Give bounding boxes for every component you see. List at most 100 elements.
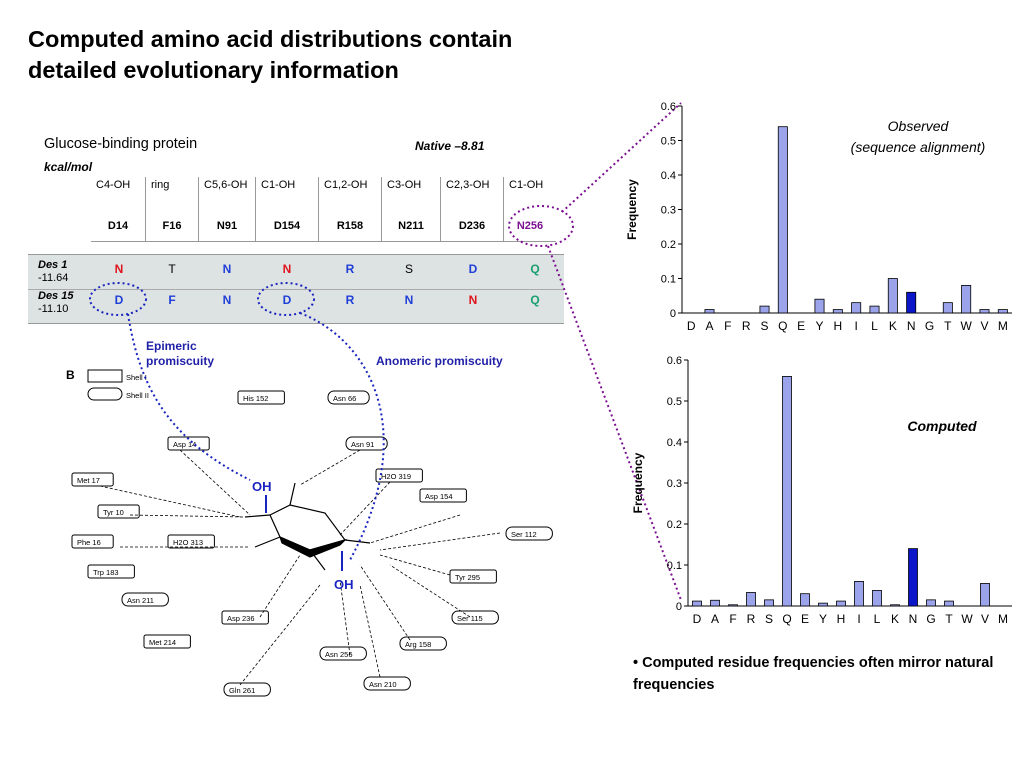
x-tick-label: A bbox=[705, 319, 713, 333]
x-tick-label: H bbox=[837, 612, 846, 626]
residue-cell: D154 bbox=[255, 211, 319, 242]
bar-D bbox=[692, 600, 702, 607]
design-residue: N bbox=[468, 293, 478, 307]
bar-F bbox=[728, 604, 738, 607]
residue-node-label: Asn 211 bbox=[127, 596, 154, 605]
y-tick-label: 0.5 bbox=[667, 396, 682, 408]
hbond-line bbox=[359, 564, 411, 641]
residue-node-label: H2O 313 bbox=[173, 538, 203, 547]
residue-cell: F16 bbox=[145, 211, 199, 242]
binding-site-table: C4-OH ring C5,6-OH C1-OH C1,2-OH C3-OH C… bbox=[91, 177, 556, 242]
design-residue: Q bbox=[530, 293, 540, 307]
x-tick-label: Y bbox=[815, 319, 823, 333]
residue-node-label: Ser 115 bbox=[457, 614, 483, 623]
n256-circle bbox=[508, 205, 574, 247]
residue-node-label: Asp 154 bbox=[425, 492, 453, 501]
y-tick-label: 0.2 bbox=[667, 519, 682, 531]
x-tick-label: T bbox=[945, 612, 953, 626]
legend-shell2: Shell II bbox=[126, 391, 149, 400]
x-tick-label: F bbox=[724, 319, 731, 333]
x-tick-label: V bbox=[980, 319, 988, 333]
y-tick-label: 0 bbox=[670, 308, 676, 320]
x-tick-label: D bbox=[687, 319, 696, 333]
residue-node-box bbox=[167, 436, 210, 451]
y-tick-label: 0.3 bbox=[667, 478, 682, 490]
hbond-line bbox=[359, 584, 381, 678]
residue-node-label: Phe 16 bbox=[77, 538, 101, 547]
x-tick-label: Q bbox=[778, 319, 787, 333]
y-axis-label: Frequency bbox=[625, 179, 639, 240]
bar-L bbox=[872, 590, 882, 607]
residue-node-box bbox=[167, 534, 215, 549]
hbond-line bbox=[389, 564, 471, 618]
y-tick-label: 0.6 bbox=[667, 355, 682, 367]
residue-node-box bbox=[71, 472, 114, 487]
epimeric-label: Epimeric promiscuity bbox=[146, 339, 214, 369]
design-residue: F bbox=[168, 293, 176, 307]
hbond-line bbox=[129, 514, 246, 518]
x-tick-label: I bbox=[857, 612, 860, 626]
residue-node-box bbox=[237, 390, 285, 405]
chart-title-line-1: Observed bbox=[888, 118, 950, 134]
bar-K bbox=[887, 278, 898, 314]
oh-markers bbox=[265, 495, 343, 571]
energy-unit: kcal/mol bbox=[44, 160, 93, 174]
residue-node-box bbox=[449, 569, 497, 584]
epimeric-line-1: Epimeric bbox=[146, 339, 197, 353]
residue-node-box bbox=[345, 436, 388, 451]
x-tick-label: E bbox=[801, 612, 809, 626]
design-residue: N bbox=[222, 293, 232, 307]
residue-node-label: Asn 66 bbox=[333, 394, 356, 403]
x-tick-label: W bbox=[961, 319, 973, 333]
x-tick-label: I bbox=[854, 319, 857, 333]
bar-Y bbox=[818, 602, 828, 607]
bar-N bbox=[906, 291, 917, 314]
hbond-line bbox=[299, 449, 361, 486]
bar-K bbox=[890, 604, 900, 607]
x-tick-label: S bbox=[765, 612, 773, 626]
y-tick-label: 0.4 bbox=[661, 170, 676, 182]
x-tick-label: R bbox=[747, 612, 756, 626]
design-residue: S bbox=[404, 262, 413, 276]
x-tick-label: V bbox=[981, 612, 989, 626]
residue-cell: D14 bbox=[91, 211, 146, 242]
residue-node-box bbox=[399, 636, 447, 651]
bar-R bbox=[746, 592, 756, 607]
bar-V bbox=[980, 583, 990, 607]
bar-T bbox=[944, 600, 954, 607]
bar-T bbox=[942, 302, 953, 314]
residue-node-label: Trp 183 bbox=[93, 568, 119, 577]
epimeric-circle-d14 bbox=[89, 282, 147, 316]
residue-node-box bbox=[319, 646, 367, 661]
x-tick-label: D bbox=[693, 612, 702, 626]
design-row: Des 1 -11.64 N T N N R S D Q bbox=[28, 259, 564, 289]
epimeric-line-2: promiscuity bbox=[146, 354, 215, 368]
residue-node-label: Gln 261 bbox=[229, 686, 255, 695]
design-residue: R bbox=[345, 262, 355, 276]
bar-Q bbox=[782, 375, 792, 607]
design-residue: N bbox=[114, 262, 124, 276]
design-residue: T bbox=[168, 262, 176, 276]
oh-bottom-label: OH bbox=[334, 577, 354, 592]
residue-node-label: Asp 236 bbox=[227, 614, 255, 623]
residue-node-box bbox=[419, 488, 467, 503]
bar-H bbox=[836, 600, 846, 607]
x-tick-label: L bbox=[874, 612, 881, 626]
residue-node-box bbox=[121, 592, 169, 607]
y-tick-label: 0.6 bbox=[661, 101, 676, 113]
hbond-line bbox=[179, 449, 251, 516]
bar-S bbox=[764, 599, 774, 607]
hbond-line bbox=[259, 554, 301, 618]
slide-title: Computed amino acid distributions contai… bbox=[28, 24, 512, 86]
residue-node-label: Met 17 bbox=[77, 476, 100, 485]
epimeric-connector bbox=[127, 313, 251, 481]
legend-shell1-box bbox=[87, 369, 123, 383]
bar-S bbox=[759, 305, 770, 314]
residue-node-label: Ser 112 bbox=[511, 530, 537, 539]
panel-label: B bbox=[66, 368, 75, 382]
residue-node-box bbox=[327, 390, 370, 405]
bar-N bbox=[908, 548, 918, 607]
computed-connector bbox=[547, 245, 682, 601]
x-tick-label: S bbox=[760, 319, 768, 333]
